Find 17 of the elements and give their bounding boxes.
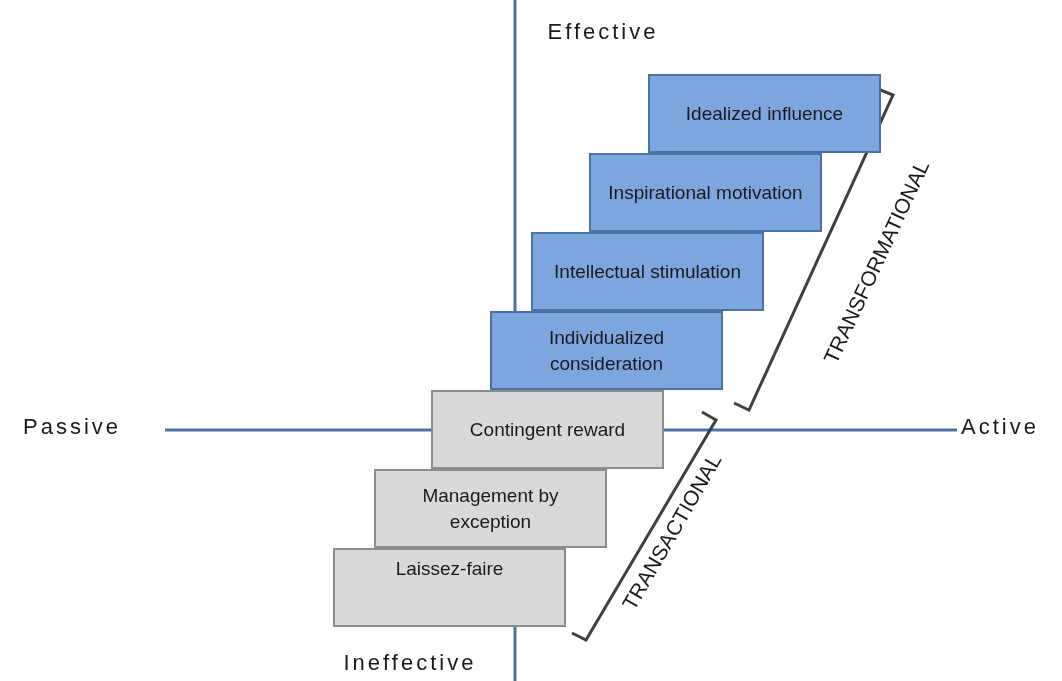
step-label: Laissez-faire xyxy=(395,557,504,581)
axis-label: Active xyxy=(961,414,1039,440)
step-label: Management by exception xyxy=(421,483,560,534)
step-label: Inspirational motivation xyxy=(608,180,803,205)
step-box xyxy=(374,469,607,548)
step-label: Contingent reward xyxy=(469,417,626,442)
step-box xyxy=(531,232,764,311)
axis-label: Effective xyxy=(547,19,659,45)
step-label: Intellectual stimulation xyxy=(554,259,741,284)
step-label: Individualized consideration xyxy=(547,325,666,376)
axis-label: Ineffective xyxy=(343,650,477,676)
step-box xyxy=(490,311,723,390)
step-box xyxy=(589,153,822,232)
step-label: Idealized influence xyxy=(685,101,844,126)
step-box xyxy=(333,548,566,627)
step-box xyxy=(648,74,881,153)
axis-label: Passive xyxy=(23,414,122,440)
